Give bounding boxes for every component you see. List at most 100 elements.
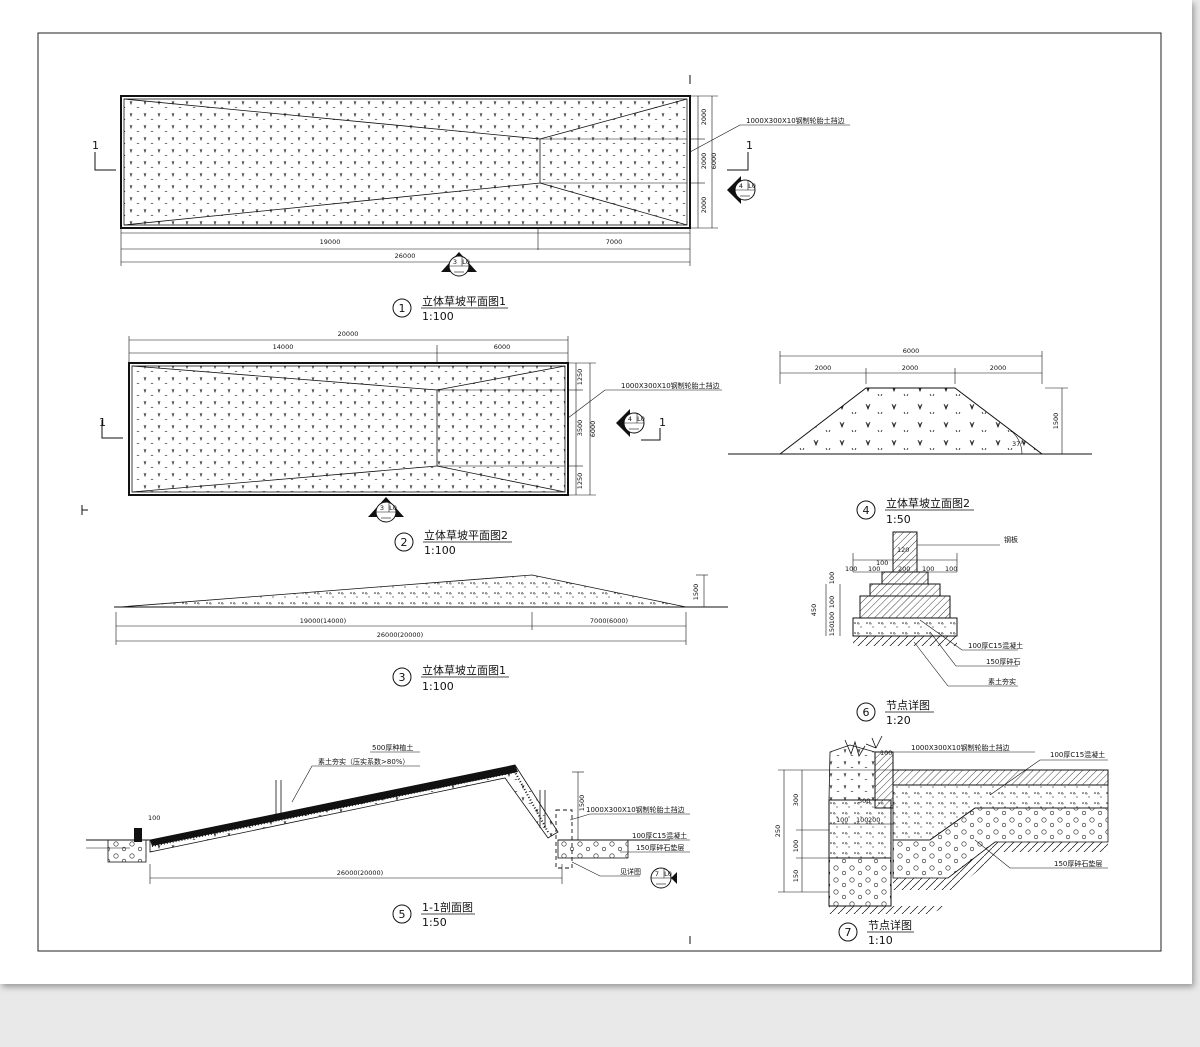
plan1-dim-st: 6000	[710, 153, 718, 170]
plan1-elev-ref-3: 3 L0	[441, 252, 477, 277]
detail6-title: 节点详图	[886, 698, 930, 712]
plan2-elev-ref-3: 3 L0	[368, 497, 404, 523]
svg-text:1250: 1250	[576, 473, 584, 490]
svg-text:7000(6000): 7000(6000)	[590, 617, 628, 625]
svg-text:300: 300	[792, 794, 800, 806]
svg-text:500厚种植土: 500厚种植土	[372, 743, 413, 752]
svg-text:300: 300	[858, 797, 870, 805]
plan2-scale: 1:100	[424, 544, 456, 557]
svg-text:19000(14000): 19000(14000)	[300, 617, 346, 625]
svg-text:150: 150	[792, 870, 800, 882]
plan2-dim-a: 14000	[273, 343, 294, 351]
svg-text:7: 7	[655, 870, 659, 878]
plan1-dim-total: 26000	[395, 252, 416, 260]
elevation-2: 6000 2000 2000 2000 1500 37° 4 立体草坡立面图2 …	[728, 347, 1092, 526]
svg-text:250: 250	[774, 825, 782, 837]
plan1-dim-s1: 2000	[700, 109, 708, 126]
svg-text:1000X300X10钢制轮胎土挡边: 1000X300X10钢制轮胎土挡边	[911, 743, 1010, 752]
svg-text:6000: 6000	[903, 347, 920, 355]
svg-text:6000: 6000	[589, 421, 597, 438]
plan1-dim-a: 19000	[320, 238, 341, 246]
node-detail-6: 100 100 100 120 200 100 100 100 450 100 …	[810, 531, 1023, 727]
svg-text:100: 100	[868, 565, 880, 573]
svg-text:150厚碎石: 150厚碎石	[986, 657, 1020, 666]
plan1-title: 立体草坡平面图1	[422, 294, 506, 308]
svg-text:26000(20000): 26000(20000)	[337, 869, 383, 877]
svg-text:100: 100	[828, 572, 836, 584]
plan1-dim-b: 7000	[606, 238, 623, 246]
elev1-number: 3	[399, 671, 406, 684]
svg-text:1: 1	[659, 416, 666, 429]
drawing-sheet: 19000 7000 26000 2000 2000 2000 6000 100…	[0, 0, 1192, 984]
svg-text:100: 100	[876, 559, 888, 567]
svg-text:100: 100	[792, 840, 800, 852]
plan-view-1: 19000 7000 26000 2000 2000 2000 6000 100…	[92, 75, 850, 323]
node-detail-7: 250 300 100 150 100 100 200 300 100 1000…	[774, 735, 1109, 947]
svg-text:L0: L0	[637, 415, 645, 423]
plan1-grass-fill	[123, 98, 688, 226]
detail7-scale: 1:10	[868, 934, 893, 947]
plan1-section-right: 1	[746, 139, 753, 152]
plan2-elev-ref-4: 4 L0	[616, 409, 645, 437]
svg-text:1: 1	[99, 416, 106, 429]
svg-text:37°: 37°	[1012, 440, 1024, 448]
svg-text:100: 100	[880, 749, 892, 757]
svg-text:100厚C15混凝土: 100厚C15混凝土	[968, 641, 1023, 650]
svg-text:450: 450	[810, 604, 818, 616]
svg-text:3: 3	[453, 258, 457, 266]
plan2-note: 1000X300X10钢制轮胎土挡边	[621, 381, 720, 390]
svg-text:L0: L0	[748, 182, 756, 190]
svg-text:素土夯实: 素土夯实	[988, 677, 1016, 686]
elev1-title: 立体草坡立面图1	[422, 663, 506, 677]
svg-text:200: 200	[868, 816, 880, 824]
plan1-number: 1	[399, 302, 406, 315]
elev2-number: 4	[863, 504, 870, 517]
elev1-scale: 1:100	[422, 680, 454, 693]
svg-text:1250: 1250	[576, 369, 584, 386]
svg-text:L0: L0	[664, 870, 672, 878]
elevation-1: 19000(14000) 7000(6000) 26000(20000) 150…	[114, 574, 728, 693]
svg-text:100: 100	[856, 816, 868, 824]
svg-text:150厚碎石垫层: 150厚碎石垫层	[636, 843, 684, 852]
plan1-section-left: 1	[92, 139, 99, 152]
plan2-dim-b: 6000	[494, 343, 511, 351]
svg-text:1500: 1500	[578, 795, 586, 812]
svg-text:26000(20000): 26000(20000)	[377, 631, 423, 639]
svg-text:100: 100	[836, 816, 848, 824]
svg-text:4: 4	[739, 182, 743, 190]
plan1-scale: 1:100	[422, 310, 454, 323]
detail7-number: 7	[845, 926, 852, 939]
svg-text:200: 200	[898, 565, 910, 573]
plan1-note: 1000X300X10钢制轮胎土挡边	[746, 116, 845, 125]
svg-text:2000: 2000	[815, 364, 832, 372]
section-detail-ref-7: 7 L0	[650, 867, 677, 889]
detail6-scale: 1:20	[886, 714, 911, 727]
svg-text:150: 150	[828, 624, 836, 636]
svg-text:100: 100	[945, 565, 957, 573]
svg-text:见详图: 见详图	[620, 867, 641, 876]
section-scale: 1:50	[422, 916, 447, 929]
plan2-dim-total: 20000	[338, 330, 359, 338]
svg-text:1000X300X10钢制轮胎土挡边: 1000X300X10钢制轮胎土挡边	[586, 805, 685, 814]
detail6-number: 6	[863, 706, 870, 719]
svg-text:1500: 1500	[1052, 413, 1060, 430]
plan2-number: 2	[401, 536, 408, 549]
svg-text:100: 100	[828, 596, 836, 608]
svg-text:120: 120	[897, 546, 909, 554]
cad-drawing: 19000 7000 26000 2000 2000 2000 6000 100…	[37, 32, 1162, 952]
svg-text:素土夯实（压实系数>80%）: 素土夯实（压实系数>80%）	[318, 757, 409, 766]
svg-text:150厚碎石垫层: 150厚碎石垫层	[1054, 859, 1102, 868]
svg-text:2000: 2000	[990, 364, 1007, 372]
svg-text:4: 4	[628, 415, 632, 423]
elev2-title: 立体草坡立面图2	[886, 496, 970, 510]
svg-text:1500: 1500	[692, 584, 700, 601]
svg-text:100: 100	[922, 565, 934, 573]
plan1-dim-s3: 2000	[700, 197, 708, 214]
svg-text:100厚C15混凝土: 100厚C15混凝土	[632, 831, 687, 840]
section-number: 5	[399, 908, 406, 921]
plan1-elev-ref-4: 4 L0	[727, 176, 756, 204]
svg-text:2000: 2000	[902, 364, 919, 372]
svg-text:3500: 3500	[576, 420, 584, 437]
detail7-title: 节点详图	[868, 918, 912, 932]
svg-text:3: 3	[380, 504, 384, 512]
